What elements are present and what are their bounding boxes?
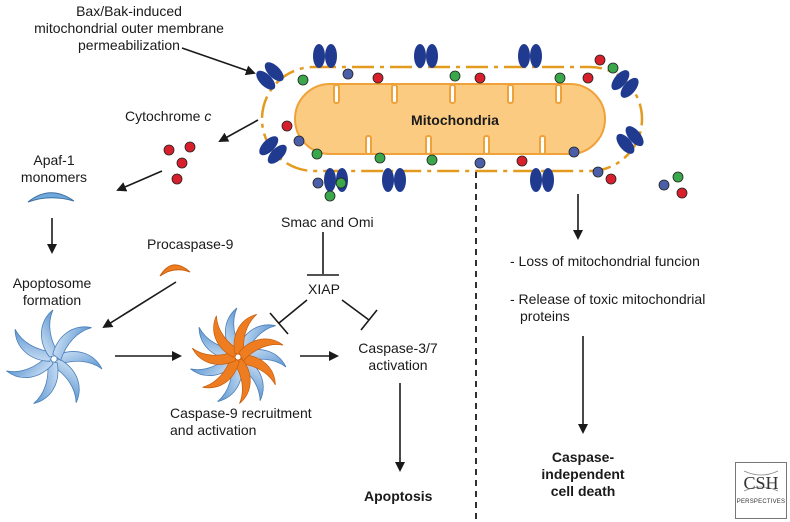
procaspase9-label: Procaspase-9: [147, 236, 234, 252]
caspase-independent-line1: Caspase-: [551, 449, 615, 465]
arrow-to-membrane: [181, 47, 256, 76]
xiap-label: XIAP: [308, 281, 340, 297]
apoptosis-label: Apoptosis: [364, 488, 433, 504]
apaf1-line1: Apaf-1: [33, 152, 75, 168]
cytochrome-c-label: Cytochrome c: [125, 108, 211, 125]
apoptosome: [6, 309, 103, 408]
cristae: [333, 84, 562, 155]
caspase-independent-label: Caspase- independent cell death: [526, 449, 640, 500]
release-toxic-label: - Release of toxic mitochondrial protein…: [510, 291, 705, 325]
mitochondrial-proteins: [281, 54, 619, 185]
bax-bak-line3: permeabilization: [78, 37, 180, 53]
apoptosome-line2: formation: [22, 292, 82, 308]
apaf1-monomer: [27, 192, 75, 203]
caspase-independent-line3: cell death: [550, 483, 616, 499]
bax-bak-label: Bax/Bak-induced mitochondrial outer memb…: [20, 3, 238, 54]
caspase9-recruit-label: Caspase-9 recruitment and activation: [170, 405, 312, 439]
bax-bak-line1: Bax/Bak-induced: [76, 3, 182, 19]
logo-title: CSH: [743, 473, 779, 493]
caspase9-apoptosome: [190, 307, 287, 406]
caspase37-line2: activation: [368, 357, 428, 373]
cytochrome-c-letter: c: [204, 108, 212, 124]
release-toxic-line1: - Release of toxic mitochondrial: [510, 291, 706, 307]
release-toxic-line2: proteins: [520, 308, 570, 324]
caspase9-recruit-line1: Caspase-9 recruitment: [170, 405, 312, 421]
toxic-proteins-released: [658, 171, 688, 199]
caspase-independent-line2: independent: [541, 466, 625, 482]
inhibition-lines: [269, 232, 378, 335]
arrow-procaspase9: [102, 281, 177, 329]
outer-membrane: [260, 65, 644, 173]
caspase37-line1: Caspase-3/7: [358, 340, 438, 356]
apoptosome-line1: Apoptosome: [12, 275, 92, 291]
caspase9-recruit-line2: and activation: [170, 422, 257, 438]
smac-omi-label: Smac and Omi: [281, 214, 374, 230]
csh-perspectives-logo: CSH PERSPECTIVES: [735, 462, 787, 519]
logo-subtitle: PERSPECTIVES: [736, 499, 786, 505]
apaf1-label: Apaf-1 monomers: [8, 152, 100, 186]
bax-bak-line2: mitochondrial outer membrane: [34, 20, 224, 36]
dna-helix-icon: [743, 470, 779, 492]
mitochondria-label: Mitochondria: [411, 112, 499, 128]
apoptosome-label: Apoptosome formation: [0, 275, 104, 309]
cytochrome-word: Cytochrome: [125, 108, 201, 124]
apaf1-line2: monomers: [20, 169, 88, 185]
smac-omi-released: [312, 177, 347, 202]
loss-function-label: - Loss of mitochondrial funcion: [510, 253, 700, 269]
procaspase9-monomer: [159, 264, 191, 277]
cytochrome-c-released: [163, 141, 196, 185]
pathway-arrows: [47, 47, 588, 472]
arrow-cytochrome-release: [218, 119, 259, 142]
mitochondrial-matrix: [294, 83, 606, 155]
arrow-to-apaf1: [116, 170, 163, 192]
caspase37-label: Caspase-3/7 activation: [345, 340, 451, 374]
mitochondrion: Mitochondria: [260, 65, 644, 173]
